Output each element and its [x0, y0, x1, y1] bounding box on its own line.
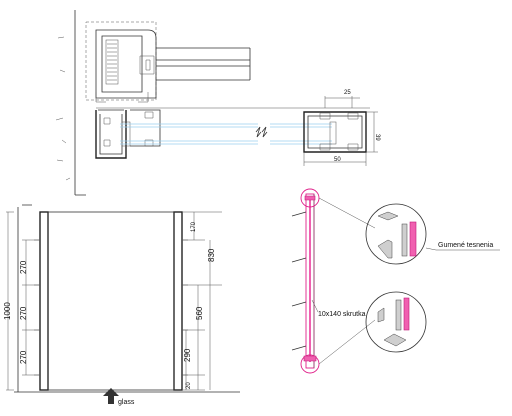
dim-39-text: 39: [374, 134, 380, 141]
dim-270-text-3: 270: [19, 350, 28, 364]
dim-25-line: [324, 96, 360, 108]
dim-830-text: 830: [207, 248, 216, 262]
anchor-screws: [291, 211, 307, 351]
top-gasket-strip: [409, 221, 417, 257]
bottom-gasket-strip: [403, 297, 410, 331]
right-post: [173, 211, 183, 391]
wall-outline: [74, 10, 86, 196]
screw-housing: [105, 39, 119, 85]
dim-50-line: [303, 152, 367, 166]
right-gasket: [329, 121, 337, 145]
right-profile-outer: [303, 111, 367, 153]
dim-1000-text: 1000: [3, 302, 12, 320]
elevation-floor-wall: [14, 204, 240, 393]
glass-label: glass: [118, 399, 135, 406]
dim-39-line: [366, 111, 378, 153]
screw-callout: 10x140 skrutka: [318, 311, 366, 318]
dim-1000-line: [6, 211, 14, 391]
left-profile-outer: [95, 110, 127, 159]
bottom-clip-icon: [377, 307, 385, 323]
post-top-cap: [304, 195, 316, 201]
screw-leader: [311, 299, 319, 313]
frame-section-detail: [55, 10, 251, 196]
frame-body: [95, 29, 157, 99]
detail-leaders: [318, 197, 376, 365]
top-profile-strip: [401, 223, 408, 257]
up-arrow-icon: [103, 388, 119, 404]
left-profile-clips: [103, 117, 111, 147]
side-section: 10x140 skrutka Gumené tesnenia: [291, 188, 500, 374]
dim-20-text: 20: [186, 382, 192, 389]
gasket-callout: Gumené tesnenia: [438, 242, 493, 249]
dim-270-text-2: 270: [19, 306, 28, 320]
dim-170-text: 170: [191, 221, 197, 232]
dim-290-text: 290: [183, 348, 192, 362]
bottom-enlarged-detail: [365, 291, 427, 353]
glass-panel: [47, 211, 175, 391]
left-post: [39, 211, 49, 391]
gasket-leader: [425, 247, 500, 251]
right-profile-clips: [319, 112, 359, 151]
left-profile-inner: [98, 109, 124, 155]
top-cap-icon: [377, 211, 399, 221]
right-profile-inner: [307, 115, 363, 149]
dim-50-text: 50: [334, 157, 341, 163]
dim-270-text-1: 270: [19, 260, 28, 274]
profile-section: 25 39 50: [95, 90, 380, 166]
glass-pane-lines: [120, 123, 332, 145]
frame-feet: [95, 92, 149, 103]
break-mark: [255, 126, 268, 138]
rail-clip: [139, 55, 155, 75]
left-anchor-ticks: [34, 239, 40, 376]
right-dim-extension: [182, 211, 222, 391]
left-gasket: [121, 121, 131, 147]
bottom-foot-icon: [383, 333, 407, 347]
top-enlarged-detail: [365, 203, 427, 265]
front-elevation: 1000 270 270 270 170 830 560 290 20 glas…: [3, 204, 240, 406]
dim-560-text: 560: [195, 306, 204, 320]
frame-inner: [101, 35, 143, 93]
dim-270-chain: [22, 239, 40, 376]
dim-25-text: 25: [344, 90, 351, 96]
frame-rails: [156, 47, 250, 81]
post-base-plate: [303, 355, 317, 362]
bottom-profile-strip: [395, 299, 402, 331]
top-bracket-icon: [377, 239, 393, 259]
frame-dashed-outline: [85, 21, 157, 101]
wall-hatch: [55, 36, 71, 181]
screw-thread: [107, 43, 117, 81]
